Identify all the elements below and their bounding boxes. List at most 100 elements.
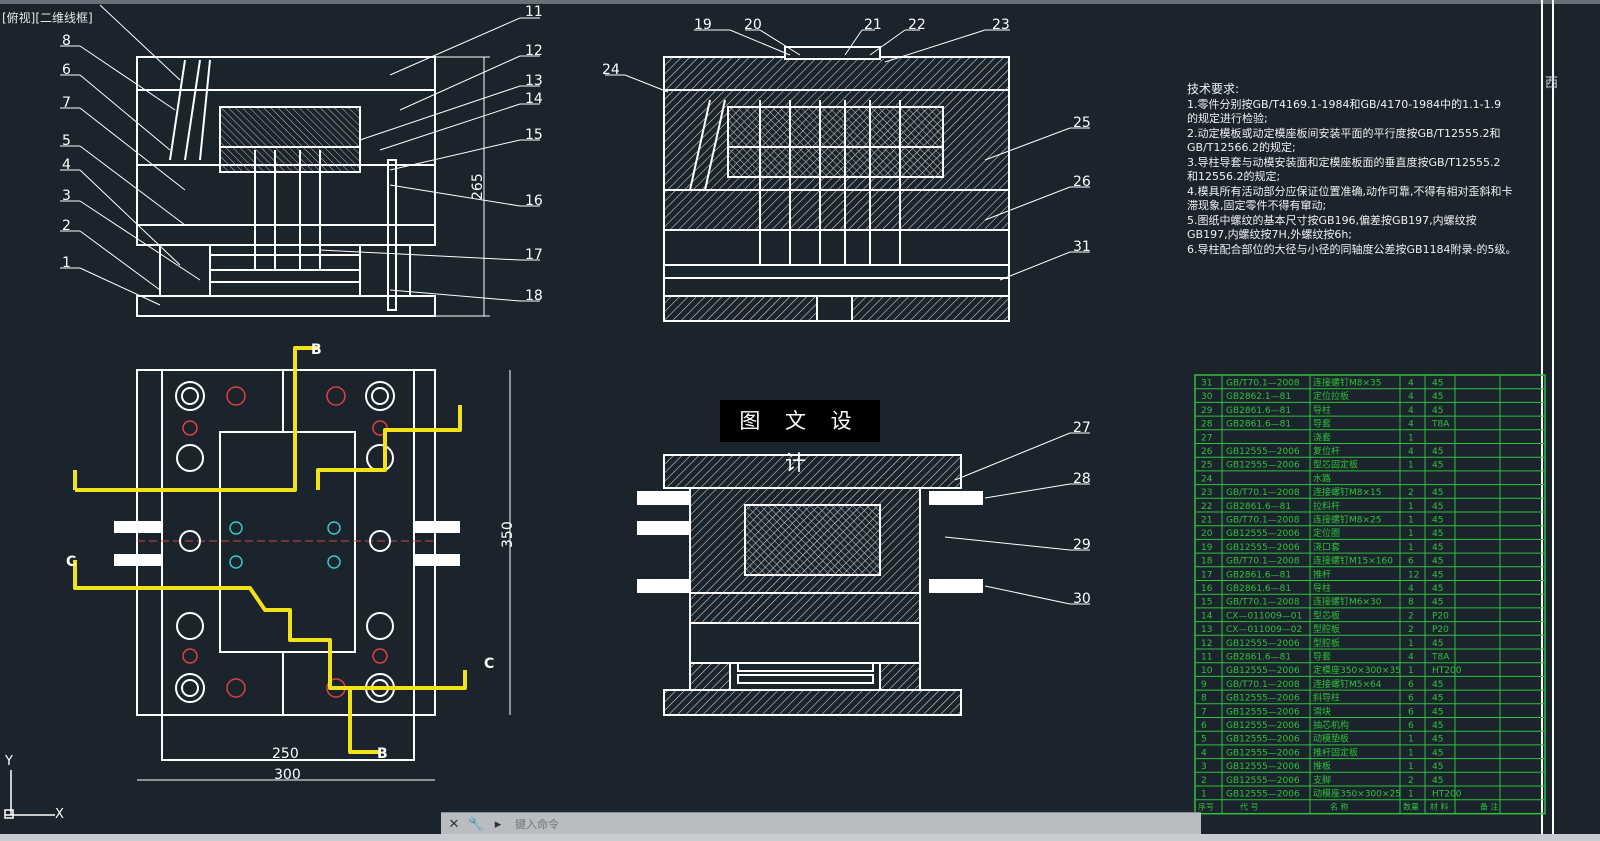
bom-cell: 1	[1408, 639, 1414, 649]
bom-cell: 定位圈	[1313, 527, 1340, 539]
bom-cell: 3	[1201, 762, 1207, 772]
bom-cell: 连接螺钉M5×64	[1313, 678, 1382, 690]
viewport-label[interactable]: [俯视][二维线框]	[2, 11, 93, 25]
bom-cell: 30	[1201, 392, 1213, 402]
bom-cell: 6	[1201, 721, 1207, 731]
bom-cell: 45	[1432, 762, 1443, 772]
window-top-border	[0, 0, 1600, 4]
bom-cell: 6	[1408, 694, 1414, 704]
bom-cell: 24	[1201, 474, 1213, 484]
bom-cell: 2	[1408, 611, 1414, 621]
bom-cell: 45	[1432, 379, 1443, 389]
command-prompt-icon[interactable]: ▸	[494, 816, 502, 832]
bom-cell: GB2862.1—81	[1226, 392, 1291, 402]
bom-cell: 6	[1408, 680, 1414, 690]
bom-cell: P20	[1432, 611, 1449, 621]
bom-cell: 连接螺钉M8×15	[1313, 486, 1382, 498]
bom-cell: T8A	[1431, 420, 1450, 430]
callout-26: 26	[1073, 174, 1091, 190]
bom-cell: 连接螺钉M15×160	[1313, 555, 1393, 567]
command-input[interactable]	[513, 815, 1201, 833]
ucs-x-label: X	[55, 807, 64, 822]
bom-cell: 抽芯机构	[1313, 719, 1349, 731]
bom-cell: 6	[1408, 707, 1414, 717]
drawing-frame	[1541, 0, 1554, 841]
bom-cell: 22	[1201, 502, 1212, 512]
bom-cell: 20	[1201, 529, 1213, 539]
bom-cell: 6	[1408, 721, 1414, 731]
open-mold-view	[637, 454, 983, 716]
dim-250: 250	[272, 746, 299, 762]
bom-cell: 28	[1201, 420, 1213, 430]
bom-cell: GB12555—2006	[1226, 461, 1300, 471]
watermark-label: 图 文 设 计	[720, 400, 880, 475]
callout-6: 6	[62, 62, 71, 78]
side-section-view	[663, 46, 1010, 322]
tech-line: 的规定进行检验;	[1187, 112, 1268, 125]
bom-cell: 13	[1201, 625, 1212, 635]
tech-line: 2.动定模板或动定模座板间安装平面的平行度按GB/T12555.2和	[1187, 126, 1501, 140]
bom-cell: GB12555—2006	[1226, 735, 1300, 745]
bom-cell: 19	[1201, 543, 1213, 553]
bom-cell: GB/T70.1—2008	[1226, 598, 1300, 608]
bom-header-cell: 序号	[1198, 802, 1214, 812]
callout-8: 8	[62, 33, 71, 49]
dim-300: 300	[274, 767, 301, 783]
bom-cell: 1	[1408, 543, 1414, 553]
cooling-label-c-left: C	[66, 554, 76, 570]
bom-cell: 浇口套	[1313, 541, 1340, 553]
bom-cell: 1	[1408, 529, 1414, 539]
close-icon[interactable]: ✕	[448, 816, 460, 832]
callout-14: 14	[525, 91, 543, 107]
tech-line: 1.零件分别按GB/T4169.1-1984和GB/4170-1984中的1.1…	[1187, 97, 1502, 111]
bom-cell: T8A	[1431, 653, 1450, 663]
bom-cell: 动模座350×300×25	[1313, 788, 1401, 800]
bom-cell: HT200	[1432, 790, 1462, 800]
plan-view	[114, 369, 460, 761]
bom-cell: 16	[1201, 584, 1213, 594]
bom-cell: 45	[1432, 639, 1443, 649]
bom-cell: 1	[1408, 433, 1414, 443]
bom-cell: 复位杆	[1313, 445, 1340, 457]
cooling-label-b-top: B	[311, 342, 322, 358]
bom-cell: 型芯固定板	[1313, 459, 1358, 471]
bom-cell: 14	[1201, 611, 1213, 621]
bom-cell: CX—011009—02	[1226, 625, 1302, 635]
bom-cell: GB12555—2006	[1226, 790, 1300, 800]
bom-cell: 29	[1201, 406, 1213, 416]
bom-cell: 23	[1201, 488, 1212, 498]
side-view-leaders	[605, 29, 1090, 281]
callout-13: 13	[525, 73, 543, 89]
bom-cell: 动模垫板	[1313, 733, 1349, 745]
front-view-leaders	[60, 4, 540, 306]
bom-cell: GB/T70.1—2008	[1226, 379, 1300, 389]
bom-cell: GB/T70.1—2008	[1226, 680, 1300, 690]
bom-cell: GB12555—2006	[1226, 748, 1300, 758]
callout-11: 11	[525, 4, 543, 20]
plan-view-dimensions	[137, 370, 511, 781]
tech-line: 和12556.2的规定;	[1187, 170, 1281, 183]
bom-cell: 2	[1201, 776, 1207, 786]
callout-28: 28	[1073, 471, 1091, 487]
bom-cell: 连接螺钉M8×25	[1313, 514, 1382, 526]
callout-21: 21	[864, 17, 882, 33]
bom-cell: 8	[1201, 694, 1207, 704]
bom-cell: 9	[1201, 680, 1207, 690]
callout-15: 15	[525, 127, 543, 143]
bom-cell: 45	[1432, 570, 1443, 580]
wrench-icon[interactable]: 🔧	[467, 816, 485, 832]
bom-cell: 水路	[1313, 472, 1331, 484]
bom-header-cell: 代 号	[1240, 802, 1259, 812]
callout-17: 17	[525, 247, 543, 263]
bom-cell: GB2861.6—81	[1226, 406, 1291, 416]
bom-cell: 1	[1408, 516, 1414, 526]
bom-cell: 45	[1432, 584, 1443, 594]
dim-350: 350	[500, 521, 516, 548]
bom-cell: 45	[1432, 461, 1443, 471]
callout-20: 20	[744, 17, 762, 33]
tech-line: 6.导柱配合部位的大径与小径的同轴度公差按GB1184附录-的5级。	[1187, 242, 1517, 256]
callout-22: 22	[908, 17, 926, 33]
bom-header-cell: 数量	[1403, 802, 1419, 812]
